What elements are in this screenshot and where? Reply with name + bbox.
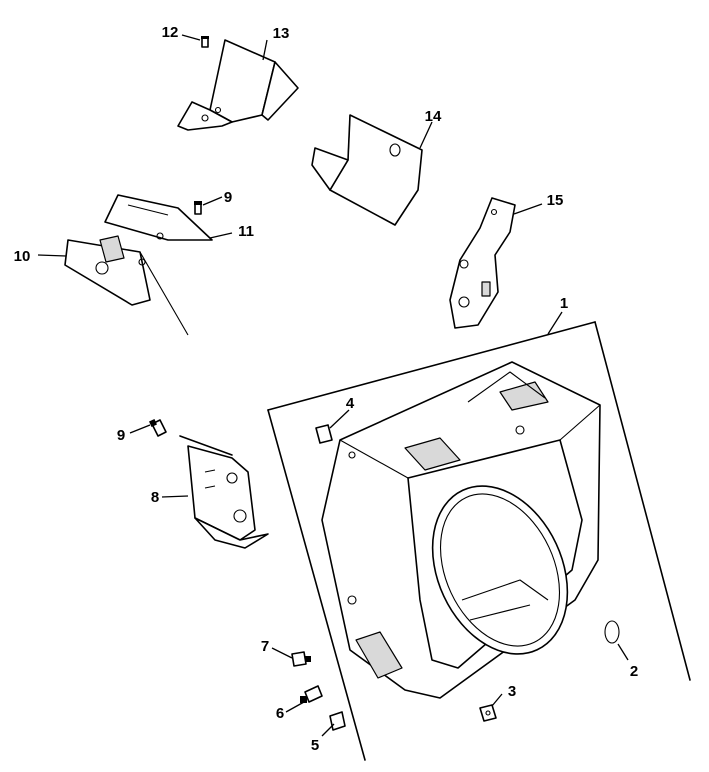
callout-7: 7 <box>261 638 269 655</box>
part-9-screw-lower <box>149 419 167 437</box>
callout-11: 11 <box>238 223 254 240</box>
callout-15: 15 <box>547 192 564 209</box>
callout-3: 3 <box>508 683 516 700</box>
part-3-nut <box>479 704 497 722</box>
callout-14: 14 <box>425 108 442 125</box>
part-11-bracket <box>104 194 213 241</box>
callout-4: 4 <box>346 395 355 412</box>
callout-9-upper: 9 <box>224 189 232 206</box>
callout-9-lower: 9 <box>117 427 125 444</box>
part-6-bolt <box>300 685 323 703</box>
part-1-blower-housing <box>321 361 601 699</box>
part-9-screw-upper <box>194 201 202 215</box>
callout-12: 12 <box>162 24 179 41</box>
part-7-bolt <box>291 651 311 667</box>
callout-8: 8 <box>151 489 159 506</box>
part-10-panel <box>64 235 189 336</box>
callout-2: 2 <box>630 663 638 680</box>
callout-10: 10 <box>14 248 31 265</box>
part-14-baffle <box>311 114 423 226</box>
part-12-screw <box>201 36 209 48</box>
part-8-bracket <box>179 435 269 549</box>
part-4-clip <box>315 424 333 444</box>
callout-6: 6 <box>276 705 284 722</box>
callout-13: 13 <box>273 25 290 42</box>
callout-5: 5 <box>311 737 319 754</box>
callout-1: 1 <box>560 295 568 312</box>
part-1-group-outline <box>267 321 691 761</box>
part-15-bracket <box>449 197 516 329</box>
part-2-ring <box>604 620 620 644</box>
part-5-nut <box>329 711 346 731</box>
leader-lines <box>37 34 629 737</box>
part-13-baffle <box>177 39 299 131</box>
